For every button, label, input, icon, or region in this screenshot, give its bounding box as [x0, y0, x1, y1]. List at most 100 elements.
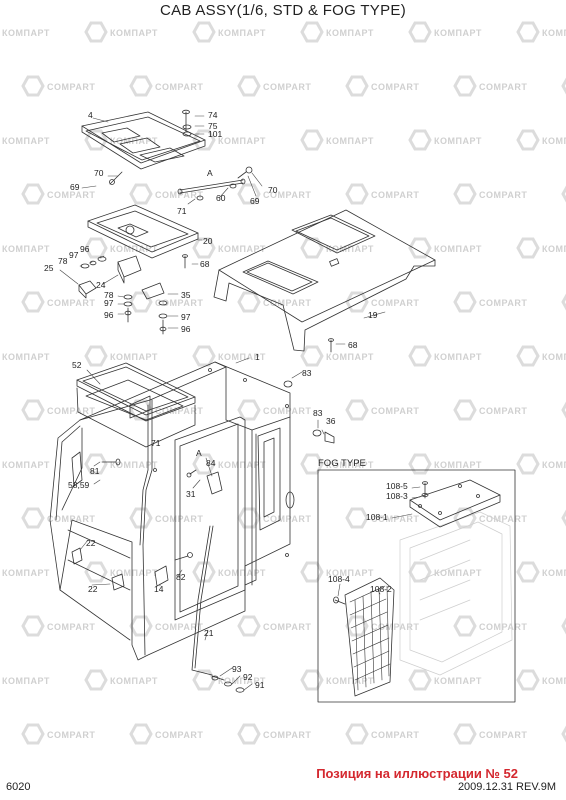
- svg-text:КОМПАРТ: КОМПАРТ: [218, 676, 266, 686]
- watermark-tile: COMPART: [453, 615, 527, 637]
- watermark-tile: КОМПАРТ: [300, 237, 373, 259]
- part-label: 1: [255, 352, 260, 362]
- svg-text:COMPART: COMPART: [263, 82, 311, 92]
- part-label: 108-3: [386, 491, 408, 501]
- watermark-tile: COMPART: [345, 723, 419, 745]
- part-label: 78: [58, 256, 68, 266]
- part-label: 78: [104, 290, 114, 300]
- watermark-tile: COMPART: [21, 723, 95, 745]
- watermark-tile: COMPART: [21, 183, 95, 205]
- svg-text:КОМПАРТ: КОМПАРТ: [434, 676, 482, 686]
- svg-text:КОМПАРТ: КОМПАРТ: [434, 460, 482, 470]
- part-label: 25: [44, 263, 54, 273]
- part-label: 71: [177, 206, 187, 216]
- part-label: 70: [94, 168, 104, 178]
- rod-assembly: [109, 166, 253, 201]
- svg-text:КОМПАРТ: КОМПАРТ: [326, 136, 374, 146]
- watermark-tile: КОМПАРТ: [84, 345, 157, 367]
- svg-text:COMPART: COMPART: [155, 298, 203, 308]
- svg-text:КОМПАРТ: КОМПАРТ: [542, 28, 566, 38]
- watermark-tile: COMPART: [453, 183, 527, 205]
- svg-text:COMPART: COMPART: [47, 730, 95, 740]
- cover-plate-part-4: [81, 111, 206, 170]
- bolt-stack-74-75-101: [182, 109, 192, 137]
- part-label: 83: [302, 368, 312, 378]
- watermark-tile: КОМПАРТ: [192, 129, 265, 151]
- svg-text:COMPART: COMPART: [155, 514, 203, 524]
- watermark-tile: КОМПАРТ: [300, 21, 374, 43]
- svg-text:COMPART: COMPART: [47, 406, 95, 416]
- svg-text:КОМПАРТ: КОМПАРТ: [326, 568, 374, 578]
- part-label: 70: [268, 185, 278, 195]
- svg-text:КОМПАРТ: КОМПАРТ: [2, 244, 50, 254]
- part-label: 22: [86, 538, 96, 548]
- part-label: 35: [181, 290, 191, 300]
- page-number: 6020: [6, 781, 31, 793]
- watermark-tile: COMPART: [345, 615, 419, 637]
- svg-text:COMPART: COMPART: [263, 730, 311, 740]
- svg-text:COMPART: COMPART: [47, 190, 95, 200]
- leader-lines: [59, 115, 386, 691]
- svg-text:COMPART: COMPART: [479, 514, 527, 524]
- watermark-tile: COMPART: [129, 615, 203, 637]
- svg-text:COMPART: COMPART: [155, 190, 203, 200]
- part-label: 60: [216, 193, 226, 203]
- watermark-tile: КОМПАРТ: [408, 345, 481, 367]
- part-label: 101: [208, 129, 222, 139]
- watermark-tile: КОМПАРТ: [408, 129, 481, 151]
- svg-text:КОМПАРТ: КОМПАРТ: [326, 460, 374, 470]
- watermark-tile: COMPART: [237, 75, 311, 97]
- svg-text:КОМПАРТ: КОМПАРТ: [218, 460, 266, 470]
- watermark-tile: COMPART: [237, 399, 311, 421]
- svg-text:КОМПАРТ: КОМПАРТ: [2, 568, 50, 578]
- part-label: 31: [186, 489, 196, 499]
- svg-text:COMPART: COMPART: [371, 622, 419, 632]
- svg-text:КОМПАРТ: КОМПАРТ: [434, 28, 482, 38]
- watermark-tile: КОМПАРТ: [2, 460, 49, 470]
- watermark-tile: КОМПАРТ: [2, 352, 49, 362]
- watermark-tile: КОМПАРТ: [516, 237, 566, 259]
- svg-text:КОМПАРТ: КОМПАРТ: [2, 28, 50, 38]
- svg-text:COMPART: COMPART: [47, 622, 95, 632]
- part-label: 108-5: [386, 481, 408, 491]
- svg-text:COMPART: COMPART: [479, 622, 527, 632]
- fog-type-label: FOG TYPE: [318, 458, 366, 469]
- cab-frame-part-1: [49, 361, 295, 661]
- bolt-81: [71, 451, 121, 487]
- svg-text:КОМПАРТ: КОМПАРТ: [218, 568, 266, 578]
- watermark-tile: КОМПАРТ: [408, 669, 482, 691]
- svg-text:COMPART: COMPART: [371, 190, 419, 200]
- handle-14-82: [154, 552, 193, 587]
- svg-text:КОМПАРТ: КОМПАРТ: [326, 28, 374, 38]
- watermark-tile: COMPART: [453, 507, 527, 529]
- part-label: 108-2: [370, 584, 392, 594]
- svg-text:КОМПАРТ: КОМПАРТ: [542, 460, 566, 470]
- svg-text:COMPART: COMPART: [371, 730, 419, 740]
- gas-spring-part-21: [191, 525, 214, 676]
- part-label: A: [196, 448, 202, 458]
- svg-text:КОМПАРТ: КОМПАРТ: [218, 352, 266, 362]
- watermark-tile: КОМПАРТ: [516, 345, 566, 367]
- watermark-tile: КОМПАРТ: [408, 561, 481, 583]
- part-label: 96: [80, 244, 90, 254]
- part-label: 82: [176, 572, 186, 582]
- svg-text:COMPART: COMPART: [371, 406, 419, 416]
- watermark-tile: COMPART: [345, 507, 419, 529]
- fasteners-83-36: [283, 380, 335, 444]
- watermark-tile: COMPART: [21, 75, 95, 97]
- watermark-tile: COMPART: [453, 723, 527, 745]
- svg-text:КОМПАРТ: КОМПАРТ: [542, 676, 566, 686]
- watermark-tile: COMPART: [237, 507, 311, 529]
- watermark-tile: COMPART: [129, 291, 203, 313]
- svg-text:COMPART: COMPART: [47, 514, 95, 524]
- part-label: 97: [69, 250, 79, 260]
- position-note: Позиция на иллюстрации № 52: [316, 766, 518, 781]
- part-label: 93: [232, 664, 242, 674]
- watermark-tile: COMPART: [453, 291, 527, 313]
- part-label: 96: [181, 324, 191, 334]
- watermark-tile: КОМПАРТ: [516, 561, 566, 583]
- watermark-tile: КОМПАРТ: [2, 568, 50, 578]
- part-label: 36: [326, 416, 336, 426]
- watermark-tile: КОМПАРТ: [84, 237, 157, 259]
